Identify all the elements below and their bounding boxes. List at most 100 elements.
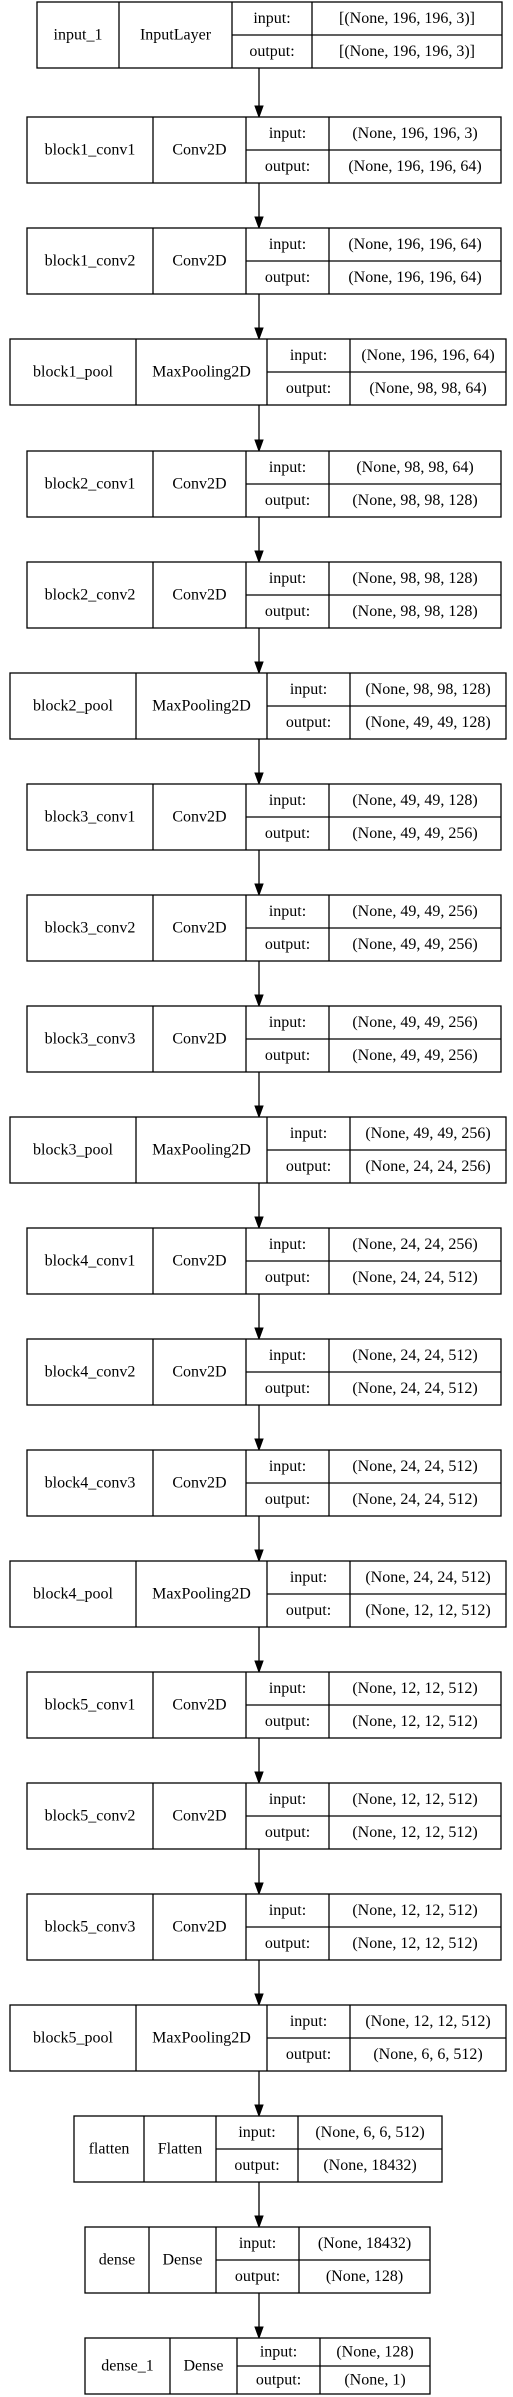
output-shape-value: (None, 98, 98, 64): [369, 380, 486, 397]
input-label: input:: [269, 125, 306, 142]
layer-type-label: MaxPooling2D: [152, 364, 251, 381]
connection-arrow: [254, 1405, 264, 1452]
output-label: output:: [286, 2046, 331, 2063]
arrow-head: [254, 661, 264, 675]
input-shape-value: (None, 12, 12, 512): [352, 1902, 477, 1919]
connection-arrow: [254, 961, 264, 1008]
layer-name-label: dense: [99, 2252, 135, 2269]
layer-name-label: block1_conv2: [45, 253, 136, 270]
output-label: output:: [265, 1380, 310, 1397]
layer-name-label: block1_conv1: [45, 142, 136, 159]
connection-arrow: [254, 1849, 264, 1896]
output-label: output:: [256, 2372, 301, 2389]
output-label: output:: [265, 492, 310, 509]
input-shape-value: (None, 98, 98, 128): [365, 681, 490, 698]
layer-name-label: block5_pool: [33, 2030, 114, 2047]
input-label: input:: [269, 792, 306, 809]
connection-arrow: [254, 68, 264, 119]
input-shape-value: (None, 49, 49, 256): [352, 903, 477, 920]
layer-name-label: block4_conv1: [45, 1253, 136, 1270]
input-label: input:: [269, 1014, 306, 1031]
output-label: output:: [286, 714, 331, 731]
input-label: input:: [290, 347, 327, 364]
input-label: input:: [290, 2013, 327, 2030]
layer-type-label: Conv2D: [172, 1919, 226, 1936]
input-label: input:: [269, 1791, 306, 1808]
layer-name-label: block1_pool: [33, 364, 114, 381]
input-label: input:: [269, 1347, 306, 1364]
arrow-head: [254, 105, 264, 119]
output-shape-value: (None, 98, 98, 128): [352, 603, 477, 620]
connection-arrow: [254, 2293, 264, 2340]
output-shape-value: (None, 49, 49, 128): [365, 714, 490, 731]
layer-name-label: block3_conv3: [45, 1031, 136, 1048]
output-shape-value: (None, 196, 196, 64): [348, 269, 481, 286]
arrow-head: [254, 216, 264, 230]
output-shape-value: (None, 98, 98, 128): [352, 492, 477, 509]
layer-type-label: Conv2D: [172, 253, 226, 270]
layer-type-label: Conv2D: [172, 920, 226, 937]
layer-name-label: block4_conv3: [45, 1475, 136, 1492]
layer-type-label: Conv2D: [172, 476, 226, 493]
arrow-head: [254, 994, 264, 1008]
input-label: input:: [269, 903, 306, 920]
output-label: output:: [265, 936, 310, 953]
input-shape-value: [(None, 196, 196, 3)]: [339, 10, 475, 27]
output-label: output:: [249, 43, 294, 60]
input-label: input:: [269, 459, 306, 476]
layer-name-label: block5_conv2: [45, 1808, 136, 1825]
arrow-head: [254, 1105, 264, 1119]
layer-name-label: block4_conv2: [45, 1364, 136, 1381]
layer-node-block3-conv2: block3_conv2 Conv2D input: output: (None, 49…: [26, 894, 502, 962]
output-shape-value: (None, 18432): [323, 2157, 416, 2174]
input-shape-value: (None, 12, 12, 512): [352, 1680, 477, 1697]
output-label: output:: [286, 380, 331, 397]
output-label: output:: [265, 1935, 310, 1952]
output-shape-value: (None, 12, 12, 512): [352, 1824, 477, 1841]
output-shape-value: (None, 196, 196, 64): [348, 158, 481, 175]
output-shape-value: (None, 24, 24, 512): [352, 1491, 477, 1508]
connection-arrow: [254, 1738, 264, 1785]
output-label: output:: [265, 603, 310, 620]
arrow-head: [254, 772, 264, 786]
layer-type-label: Dense: [163, 2252, 203, 2269]
input-shape-value: (None, 196, 196, 3): [352, 125, 477, 142]
connection-arrow: [254, 1960, 264, 2007]
layer-type-label: Conv2D: [172, 1364, 226, 1381]
output-label: output:: [265, 1713, 310, 1730]
layer-name-label: block3_conv1: [45, 809, 136, 826]
input-shape-value: (None, 196, 196, 64): [348, 236, 481, 253]
connection-arrow: [254, 1516, 264, 1563]
output-shape-value: [(None, 196, 196, 3)]: [339, 43, 475, 60]
layer-type-label: Conv2D: [172, 1031, 226, 1048]
layer-type-label: MaxPooling2D: [152, 1142, 251, 1159]
layer-name-label: block3_conv2: [45, 920, 136, 937]
output-shape-value: (None, 12, 12, 512): [365, 1602, 490, 1619]
input-shape-value: (None, 24, 24, 256): [352, 1236, 477, 1253]
layer-name-label: block3_pool: [33, 1142, 114, 1159]
output-shape-value: (None, 1): [344, 2372, 405, 2389]
input-label: input:: [290, 1569, 327, 1586]
connection-arrow: [254, 628, 264, 675]
input-label: input:: [269, 236, 306, 253]
layer-name-label: flatten: [89, 2141, 130, 2158]
output-shape-value: (None, 24, 24, 512): [352, 1380, 477, 1397]
output-label: output:: [286, 1602, 331, 1619]
input-label: input:: [253, 10, 290, 27]
layer-type-label: MaxPooling2D: [152, 1586, 251, 1603]
input-label: input:: [260, 2344, 297, 2361]
input-label: input:: [239, 2235, 276, 2252]
output-label: output:: [234, 2157, 279, 2174]
output-shape-value: (None, 128): [326, 2268, 403, 2285]
input-shape-value: (None, 12, 12, 512): [365, 2013, 490, 2030]
input-label: input:: [269, 570, 306, 587]
output-shape-value: (None, 49, 49, 256): [352, 825, 477, 842]
input-shape-value: (None, 12, 12, 512): [352, 1791, 477, 1808]
